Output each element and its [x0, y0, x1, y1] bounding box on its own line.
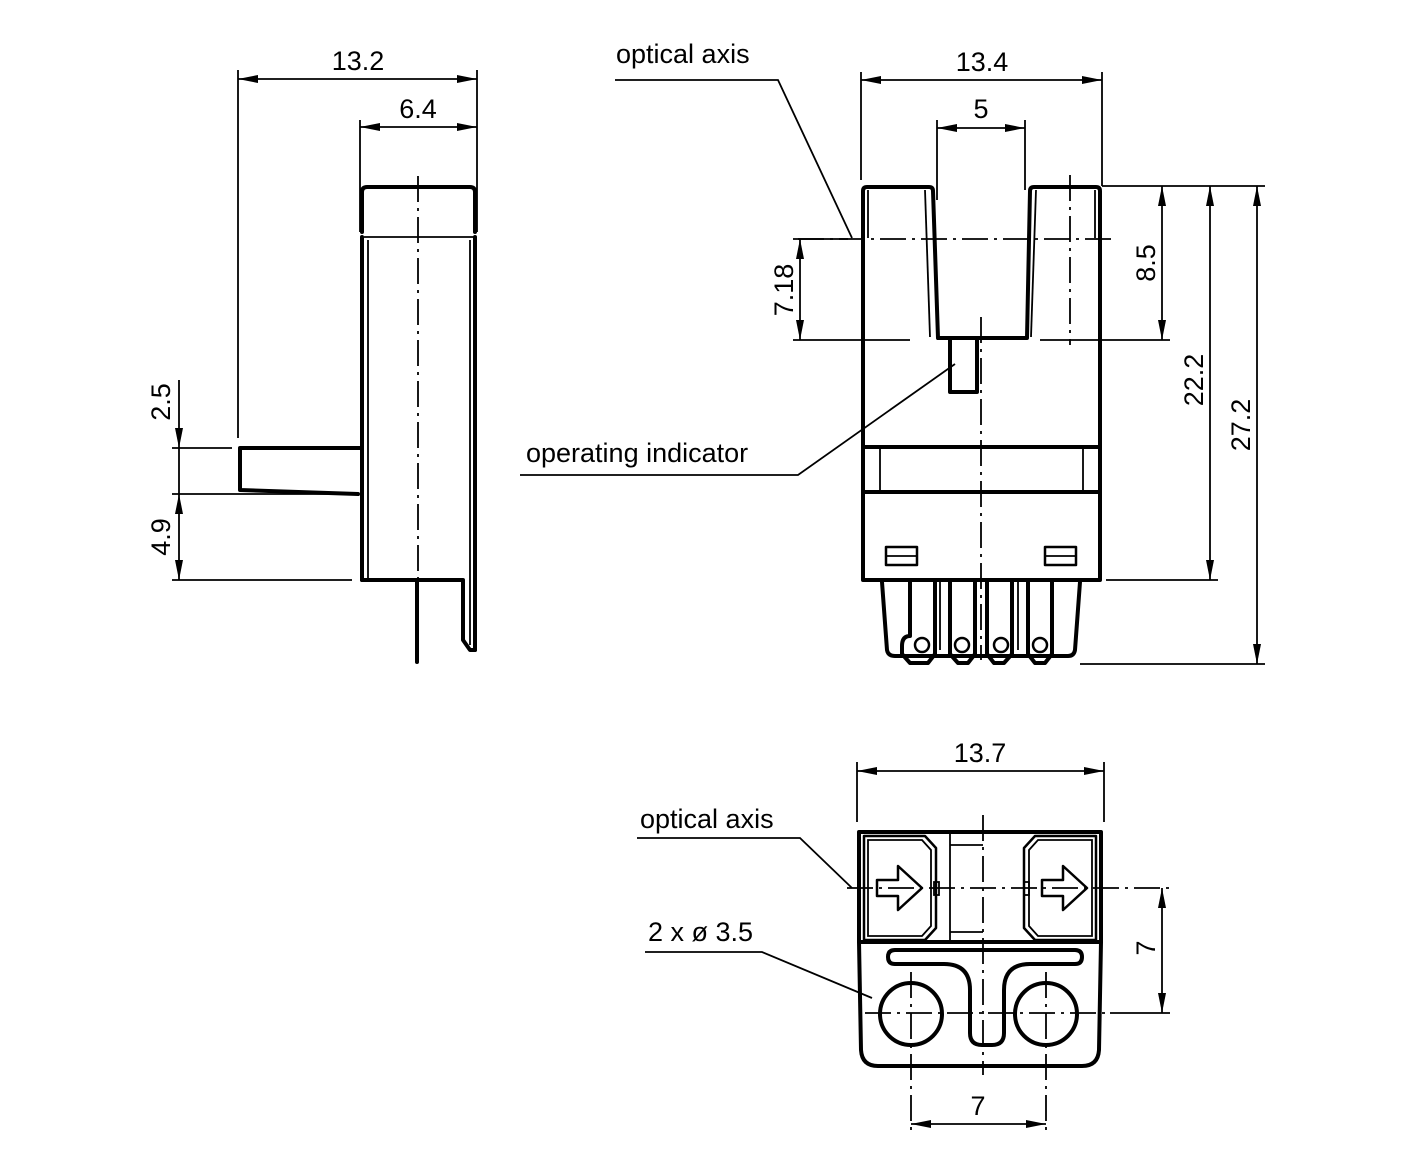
- dimension-overall-height: 27.2: [1226, 399, 1256, 452]
- operating-indicator: [948, 336, 979, 394]
- mounting-plate-outline: [857, 940, 1103, 1068]
- connector-outline: [880, 580, 1082, 658]
- side-bottom-bracket: [360, 578, 477, 652]
- dimension-tab-height: 2.5: [146, 383, 176, 421]
- lens-window-inner: [1028, 839, 1093, 937]
- side-tab: [238, 446, 362, 496]
- pin-hole: [953, 636, 971, 654]
- pin-hole: [992, 636, 1010, 654]
- dimension-tab-offset: 4.9: [146, 518, 176, 556]
- dimension-hole-spacing: 7: [970, 1091, 985, 1121]
- arm-inner-edge: [1030, 189, 1037, 338]
- pin-hole: [913, 636, 931, 654]
- bottom-view: 13.7 optical axis 2 x ø 3.5: [637, 738, 1170, 1132]
- dimension-slot-width: 5: [973, 94, 988, 124]
- beam-arrow-left-icon: [875, 864, 924, 912]
- side-view: 13.2 6.4 2.5 4.9: [146, 46, 478, 664]
- front-view: optical axis 13.4 5 operating indicator: [520, 39, 1265, 665]
- label-optical-axis-bottom: optical axis: [640, 804, 774, 834]
- pin-1: [900, 580, 937, 665]
- dimension-bottom-overall-width: 13.7: [954, 738, 1007, 768]
- label-operating-indicator: operating indicator: [526, 438, 748, 468]
- label-optical-axis: optical axis: [616, 39, 750, 69]
- leader-operating-indicator: [520, 363, 956, 476]
- bottom-housing-top: [857, 830, 1103, 944]
- dimension-body-depth: 6.4: [399, 94, 437, 124]
- pin-3: [985, 580, 1014, 665]
- pin-hole: [1031, 636, 1049, 654]
- connector-pins: [880, 580, 1082, 665]
- dimension-body-height: 22.2: [1179, 354, 1209, 407]
- arm-inner-edge: [924, 189, 931, 338]
- lens-window-left: [862, 834, 938, 942]
- lens-window-right: [1022, 834, 1098, 942]
- label-holes: 2 x ø 3.5: [648, 917, 753, 947]
- dimension-axis-to-holes: 7: [1131, 940, 1161, 955]
- dimension-slot-depth: 8.5: [1131, 244, 1161, 282]
- pin-2: [948, 580, 977, 665]
- dimension-overall-width: 13.4: [956, 47, 1009, 77]
- leader-optical-axis: [615, 79, 853, 239]
- lens-window-inner: [867, 839, 932, 937]
- front-body-outline: [861, 185, 1102, 582]
- dimension-axis-to-slot-bottom: 7.18: [769, 264, 799, 317]
- mounting-slot: [886, 948, 1084, 1047]
- beam-arrow-right-icon: [1040, 864, 1089, 912]
- leader-holes: [645, 951, 873, 999]
- leader-optical-axis-bottom: [637, 837, 853, 889]
- dimension-overall-depth: 13.2: [332, 46, 385, 76]
- pin-4: [1026, 580, 1054, 665]
